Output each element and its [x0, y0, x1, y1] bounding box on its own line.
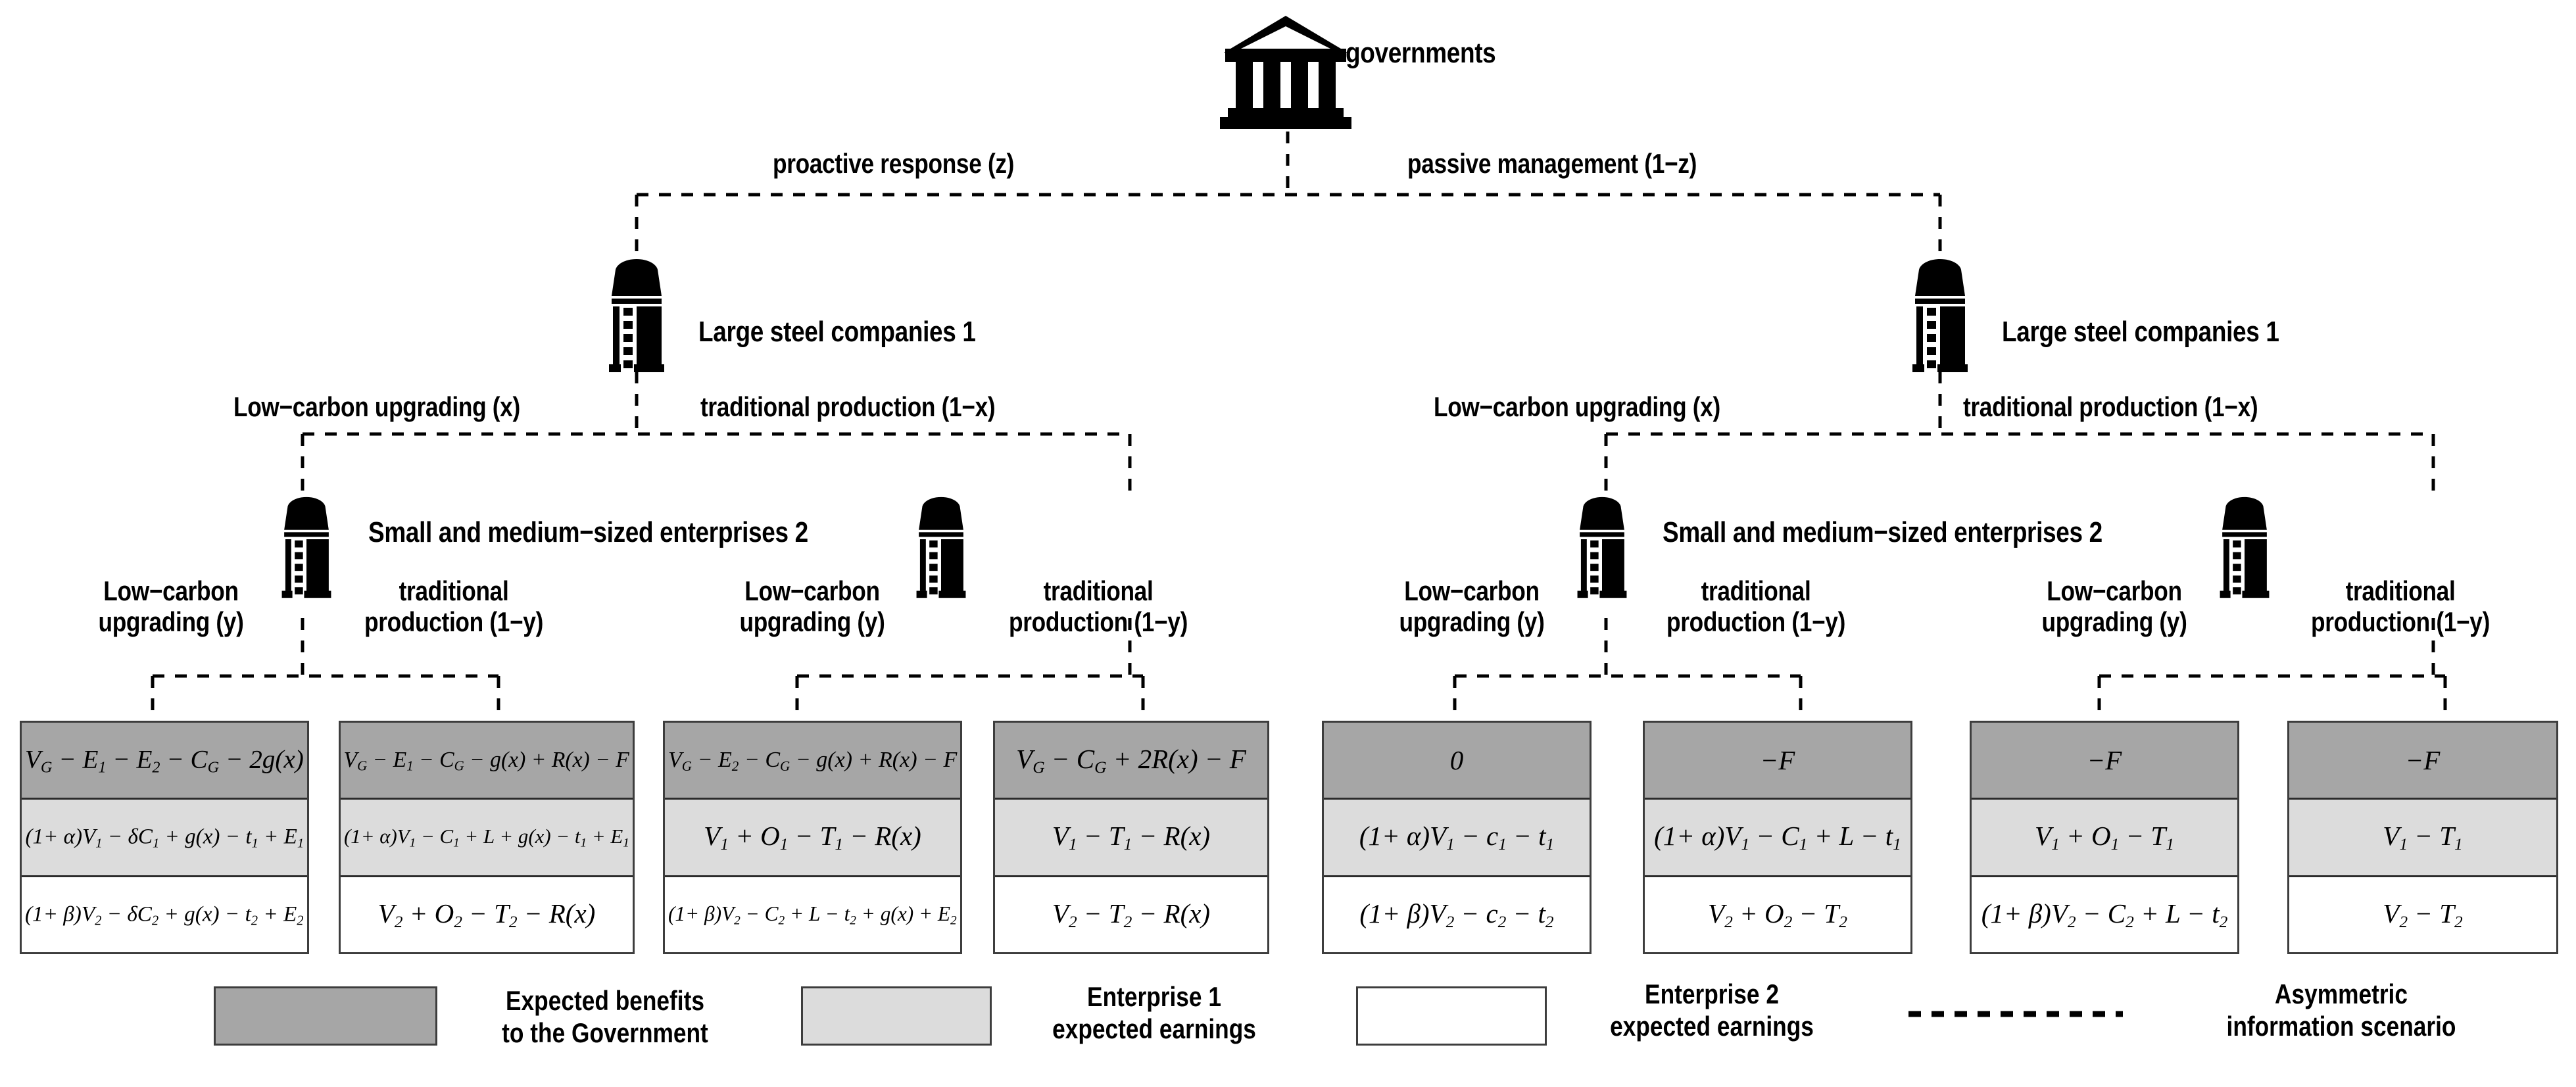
payoff-box: VG − E2 − CG − g(x) + R(x) − F V1 + O1 −… — [663, 721, 962, 954]
bank-icon — [1220, 13, 1351, 132]
branch-label-passive-management: passive management (1−z) — [1407, 148, 1697, 179]
branch-label-1y-4: traditional production (1−y) — [2311, 575, 2490, 638]
branch-label-low-carbon-x-left: Low−carbon upgrading (x) — [233, 391, 520, 422]
factory-icon — [914, 493, 968, 602]
payoff-government-row: VG − CG + 2R(x) − F — [995, 723, 1267, 800]
node-label-large-steel-left: Large steel companies 1 — [698, 316, 976, 348]
branch-label-1y-3: traditional production (1−y) — [1666, 575, 1845, 638]
payoff-enterprise2-row: V2 − T2 — [2289, 877, 2556, 952]
payoff-enterprise2-row: (1+ β)V2 − C2 + L − t2 + g(x) + E2 — [665, 877, 960, 952]
payoff-enterprise1-row: V1 + O1 − T1 − R(x) — [665, 800, 960, 877]
branch-label-y-4: Low−carbon upgrading (y) — [2041, 575, 2187, 638]
payoff-government-row: VG − E1 − E2 − CG − 2g(x) — [22, 723, 307, 800]
payoff-enterprise1-row: (1+ α)V1 − C1 + L − t1 — [1645, 800, 1910, 877]
payoff-enterprise2-row: (1+ β)V2 − c2 − t2 — [1324, 877, 1590, 952]
legend-swatch-government — [214, 986, 437, 1046]
branch-label-proactive-response: proactive response (z) — [773, 148, 1015, 179]
payoff-government-row: 0 — [1324, 723, 1590, 800]
payoff-enterprise2-row: (1+ β)V2 − C2 + L − t2 — [1972, 877, 2237, 952]
payoff-government-row: −F — [1645, 723, 1910, 800]
payoff-enterprise2-row: (1+ β)V2 − δC2 + g(x) − t2 + E2 — [22, 877, 307, 952]
branch-label-y-1: Low−carbon upgrading (y) — [98, 575, 244, 638]
payoff-enterprise1-row: V1 + O1 − T1 — [1972, 800, 2237, 877]
payoff-box: VG − E1 − E2 − CG − 2g(x) (1+ α)V1 − δC1… — [20, 721, 309, 954]
branch-label-traditional-1x-right: traditional production (1−x) — [1963, 391, 2258, 422]
payoff-government-row: −F — [2289, 723, 2556, 800]
node-label-sme-left: Small and medium−sized enterprises 2 — [368, 516, 808, 548]
branch-label-low-carbon-x-right: Low−carbon upgrading (x) — [1434, 391, 1720, 422]
legend-swatch-dashed-line — [1908, 1011, 2123, 1017]
payoff-enterprise2-row: V2 + O2 − T2 − R(x) — [341, 877, 633, 952]
factory-icon — [606, 256, 667, 375]
branch-label-1y-2: traditional production (1−y) — [1009, 575, 1188, 638]
payoff-box: VG − CG + 2R(x) − F V1 − T1 − R(x) V2 − … — [993, 721, 1269, 954]
legend-label-government: Expected benefits to the Government — [502, 985, 708, 1048]
payoff-enterprise2-row: V2 − T2 − R(x) — [995, 877, 1267, 952]
payoff-box: VG − E1 − CG − g(x) + R(x) − F (1+ α)V1 … — [339, 721, 635, 954]
payoff-enterprise1-row: V1 − T1 − R(x) — [995, 800, 1267, 877]
branch-label-1y-1: traditional production (1−y) — [364, 575, 543, 638]
legend-swatch-enterprise1 — [801, 986, 992, 1046]
payoff-government-row: VG − E1 − CG − g(x) + R(x) − F — [341, 723, 633, 800]
payoff-box: −F V1 − T1 V2 − T2 — [2287, 721, 2558, 954]
payoff-government-row: VG − E2 − CG − g(x) + R(x) − F — [665, 723, 960, 800]
node-label-large-steel-right: Large steel companies 1 — [2002, 316, 2279, 348]
factory-icon — [1575, 493, 1629, 602]
legend-label-asymmetric: Asymmetric information scenario — [2226, 978, 2456, 1042]
payoff-box: 0 (1+ α)V1 − c1 − t1 (1+ β)V2 − c2 − t2 — [1322, 721, 1592, 954]
payoff-enterprise1-row: V1 − T1 — [2289, 800, 2556, 877]
payoff-enterprise1-row: (1+ α)V1 − c1 − t1 — [1324, 800, 1590, 877]
factory-icon — [2218, 493, 2272, 602]
branch-label-y-2: Low−carbon upgrading (y) — [739, 575, 885, 638]
payoff-enterprise2-row: V2 + O2 − T2 — [1645, 877, 1910, 952]
branch-label-y-3: Low−carbon upgrading (y) — [1399, 575, 1545, 638]
legend-label-enterprise2: Enterprise 2 expected earnings — [1610, 978, 1814, 1042]
payoff-box: −F (1+ α)V1 − C1 + L − t1 V2 + O2 − T2 — [1643, 721, 1912, 954]
payoff-enterprise1-row: (1+ α)V1 − C1 + L + g(x) − t1 + E1 — [341, 800, 633, 877]
legend-swatch-enterprise2 — [1356, 986, 1547, 1046]
factory-icon — [279, 493, 333, 602]
legend-label-enterprise1: Enterprise 1 expected earnings — [1052, 981, 1256, 1044]
node-label-sme-right: Small and medium−sized enterprises 2 — [1663, 516, 2102, 548]
payoff-box: −F V1 + O1 − T1 (1+ β)V2 − C2 + L − t2 — [1970, 721, 2239, 954]
payoff-enterprise1-row: (1+ α)V1 − δC1 + g(x) − t1 + E1 — [22, 800, 307, 877]
node-label-governments: governments — [1346, 37, 1496, 69]
factory-icon — [1910, 256, 1970, 375]
branch-label-traditional-1x-left: traditional production (1−x) — [700, 391, 996, 422]
payoff-government-row: −F — [1972, 723, 2237, 800]
